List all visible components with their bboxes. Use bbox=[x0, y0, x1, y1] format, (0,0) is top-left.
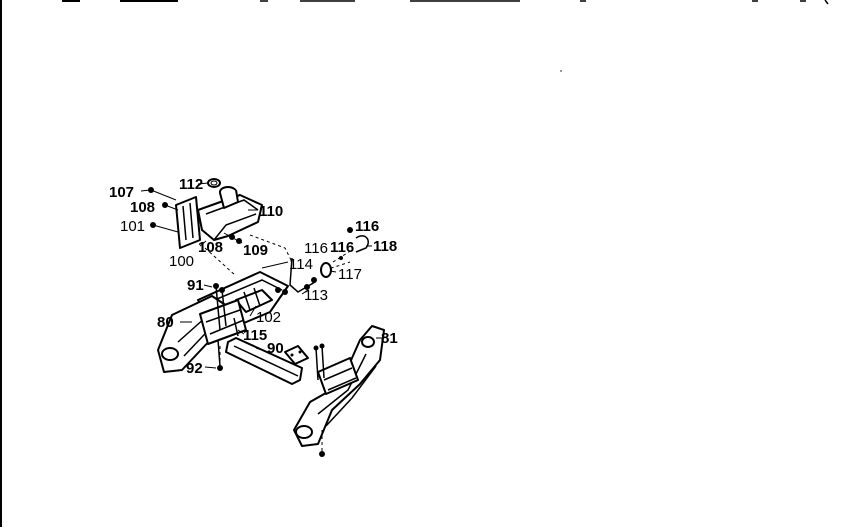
arm-80 bbox=[157, 283, 247, 373]
scan-artifacts bbox=[0, 0, 829, 527]
rod-114 bbox=[289, 227, 369, 293]
label-92: 92 bbox=[186, 360, 203, 377]
label-109: 109 bbox=[243, 242, 268, 259]
assembly-line bbox=[332, 249, 353, 263]
channel-90 bbox=[225, 337, 309, 385]
label-107: 107 bbox=[109, 184, 134, 201]
label-100: 100 bbox=[169, 253, 194, 270]
arm-81 bbox=[293, 325, 385, 457]
label-90: 90 bbox=[267, 340, 284, 357]
label-91: 91 bbox=[187, 277, 204, 294]
label-117: 117 bbox=[338, 266, 362, 283]
label-110: 110 bbox=[259, 203, 283, 220]
label-101: 101 bbox=[120, 218, 145, 235]
label-108-upper: 108 bbox=[130, 199, 155, 216]
label-116-left: 116 bbox=[304, 240, 328, 257]
label-80: 80 bbox=[157, 314, 174, 331]
label-102: 102 bbox=[256, 309, 281, 326]
label-114: 114 bbox=[289, 256, 313, 273]
upper-bracket-100 bbox=[175, 178, 263, 249]
label-115: 115 bbox=[243, 327, 267, 344]
assembly-line bbox=[249, 234, 293, 263]
label-118: 118 bbox=[373, 238, 397, 255]
assembly-line bbox=[204, 247, 236, 276]
label-116-top: 116 bbox=[355, 218, 379, 235]
label-81: 81 bbox=[381, 330, 398, 347]
label-108-lower: 108 bbox=[198, 239, 223, 256]
label-113: 113 bbox=[304, 287, 328, 304]
assembly-line bbox=[324, 261, 351, 271]
part-labels: 107 112 108 110 101 108 109 100 116 116 … bbox=[109, 176, 398, 377]
label-116-right: 116 bbox=[330, 239, 354, 256]
label-112: 112 bbox=[179, 176, 203, 193]
upper-fasteners bbox=[148, 187, 243, 244]
leader-lines bbox=[140, 182, 384, 369]
